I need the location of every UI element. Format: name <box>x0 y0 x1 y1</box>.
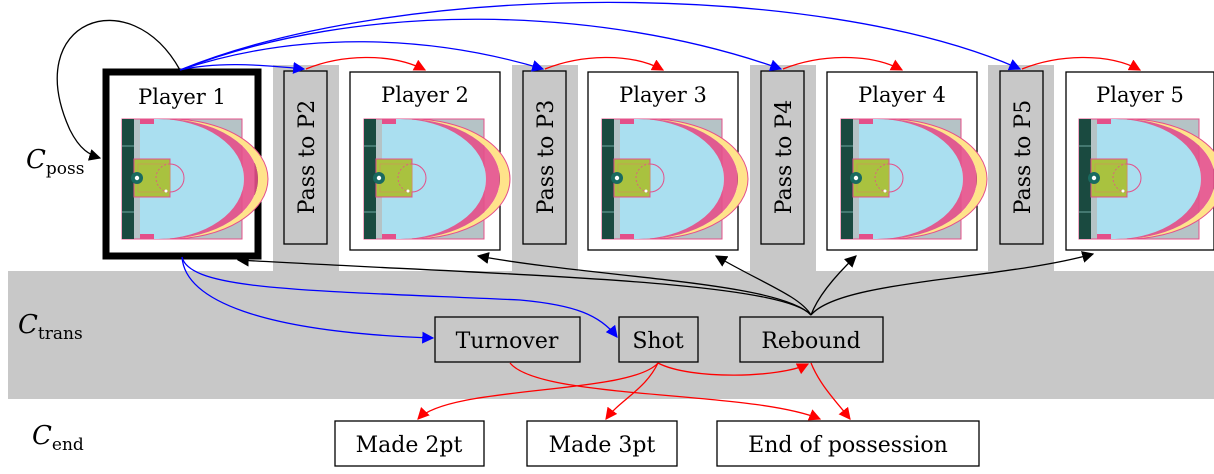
turnover-node[interactable]: Turnover <box>434 316 581 363</box>
edge-rebound-p3 <box>714 255 812 316</box>
rebound-node[interactable]: Rebound <box>739 316 884 363</box>
player-label-4: Player 4 <box>858 83 946 107</box>
edge-p1-pass-p5 <box>179 1 1022 71</box>
player-node-2[interactable]: Player 2 <box>349 71 511 251</box>
zone-label-trans: Ctrans <box>18 310 83 344</box>
end-of-possession-label: End of possession <box>748 433 948 458</box>
player-label-2: Player 2 <box>381 83 469 107</box>
shot-label: Shot <box>632 329 683 354</box>
end-of-possession-node[interactable]: End of possession <box>716 420 980 467</box>
rebound-label: Rebound <box>761 329 860 354</box>
pass-label-p3: Pass to P3 <box>534 100 559 214</box>
edge-p1-pass-p4 <box>179 18 783 72</box>
made-2pt-label: Made 2pt <box>356 433 463 458</box>
edge-pass-p2-player-2 <box>305 56 427 71</box>
player-node-4[interactable]: Player 4 <box>826 71 988 251</box>
edge-turnover-end <box>509 362 822 421</box>
edge-pass-p5-player-5 <box>1021 56 1142 71</box>
edge-pass-p4-player-4 <box>782 56 904 71</box>
edge-rebound-p2 <box>476 252 812 316</box>
edge-shot-rebound <box>657 362 810 376</box>
player-node-3[interactable]: Player 3 <box>587 71 749 251</box>
pass-node-p2[interactable]: Pass to P2 <box>283 70 328 245</box>
edge-p1-pass-p2 <box>179 61 306 74</box>
shot-node[interactable]: Shot <box>618 316 699 363</box>
pass-node-p4[interactable]: Pass to P4 <box>760 70 805 245</box>
self-loop-edge <box>56 19 181 161</box>
edge-shot-made2 <box>417 362 659 420</box>
made-3pt-label: Made 3pt <box>549 433 656 458</box>
edge-p1-shot <box>181 256 618 338</box>
pass-node-p5[interactable]: Pass to P5 <box>999 70 1044 245</box>
pass-label-p4: Pass to P4 <box>772 100 797 214</box>
player-node-5[interactable]: Player 5 <box>1065 71 1214 251</box>
pass-label-p5: Pass to P5 <box>1011 100 1036 214</box>
pass-label-p2: Pass to P2 <box>295 100 320 214</box>
edge-pass-p3-player-3 <box>544 56 665 71</box>
pass-node-p3[interactable]: Pass to P3 <box>522 70 567 245</box>
player-node-1[interactable]: Player 1 <box>102 68 269 260</box>
court-icon <box>1078 118 1214 240</box>
edge-rebound-p4 <box>810 255 857 316</box>
edge-p1-turnover <box>181 256 435 344</box>
edge-rebound-p5 <box>810 251 1095 316</box>
turnover-label: Turnover <box>456 329 559 354</box>
transition-zone-band <box>8 271 1214 399</box>
edge-p1-pass-p3 <box>179 41 545 72</box>
edge-rebound-p1 <box>236 254 812 316</box>
player-label-5: Player 5 <box>1096 83 1184 107</box>
zone-label-poss: Cposs <box>26 145 84 179</box>
player-label-3: Player 3 <box>619 83 707 107</box>
made-2pt-node[interactable]: Made 2pt <box>334 420 485 467</box>
made-3pt-node[interactable]: Made 3pt <box>526 420 678 467</box>
player-label-1: Player 1 <box>138 85 226 109</box>
edge-rebound-end <box>810 362 851 420</box>
edge-shot-made3 <box>605 362 659 420</box>
zone-label-end: Cend <box>32 421 84 455</box>
